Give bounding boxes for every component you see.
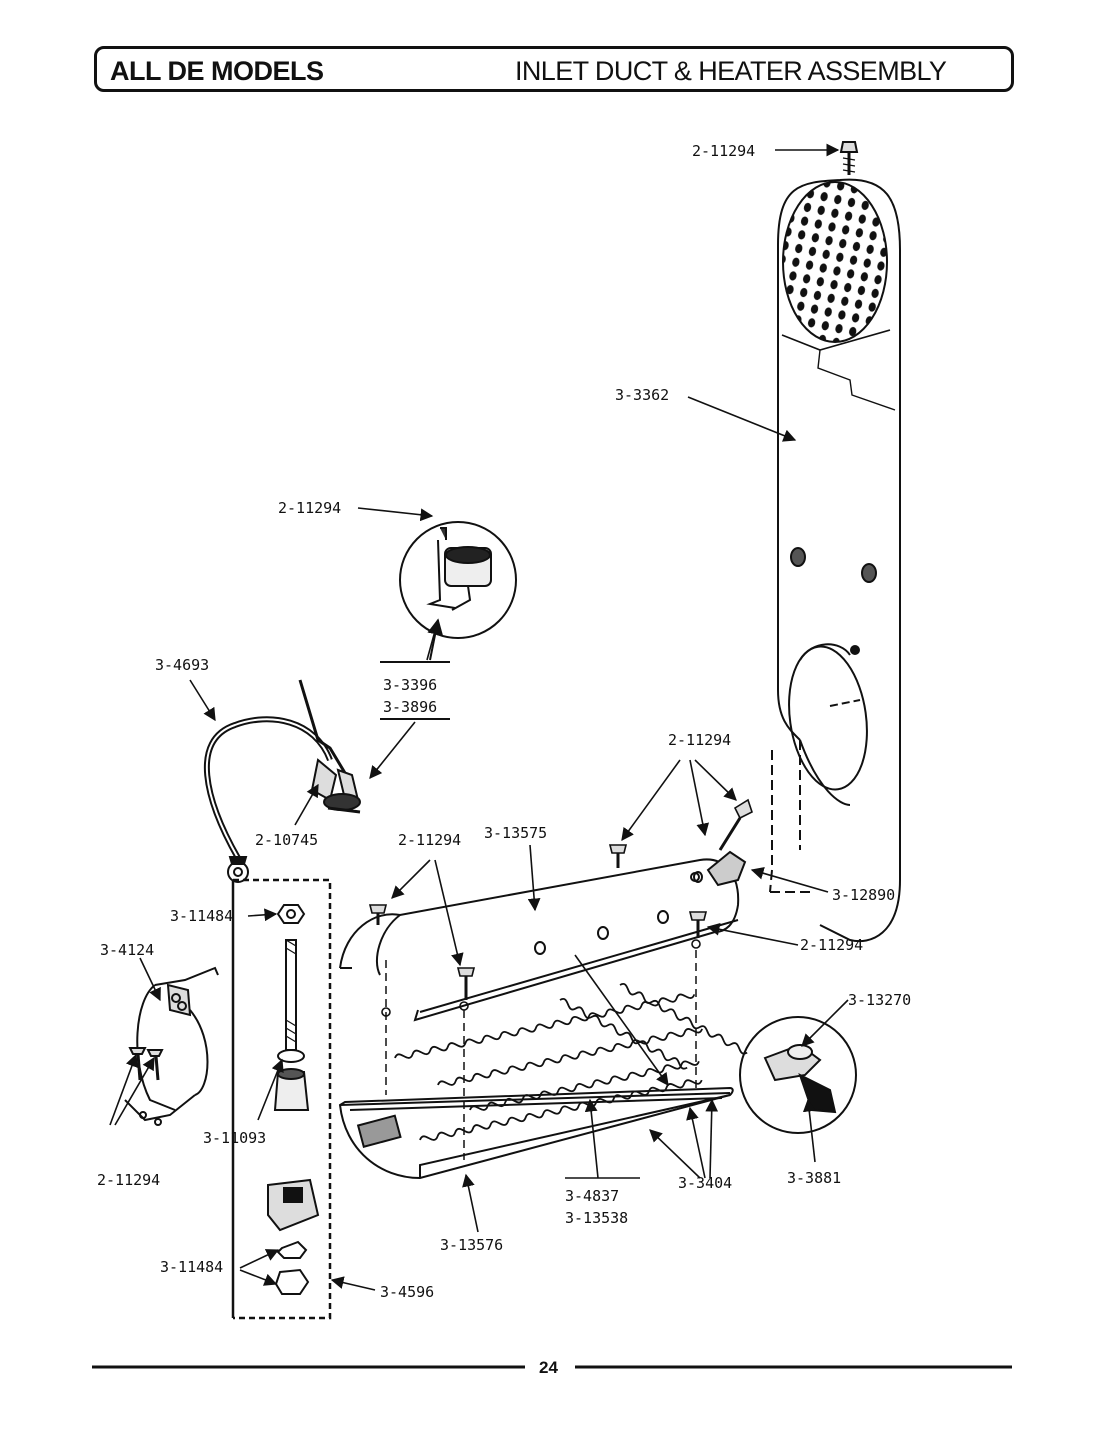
label-heater-housing: 3-13575	[484, 824, 547, 842]
label-screw-top: 2-11294	[692, 142, 755, 160]
label-screws-left-housing: 2-11294	[398, 831, 461, 849]
part-labels: 2-11294 3-3362 2-11294 3-3396 3-3896 3-4…	[97, 142, 911, 1301]
leader-lines	[109, 143, 849, 1291]
heating-element-coils	[394, 982, 748, 1141]
clamp-3-4124	[124, 966, 219, 1126]
assembly-guide-lines	[385, 950, 697, 1160]
inlet-duct	[769, 178, 901, 943]
header-models-title: ALL DE MODELS	[110, 56, 324, 86]
hi-limit-detail	[739, 1016, 857, 1134]
thermostat-detail	[399, 521, 517, 661]
label-hi-limit: 3-13270	[848, 991, 911, 1009]
label-terminal: 2-10745	[255, 831, 318, 849]
label-screws-heater: 2-11294	[668, 731, 731, 749]
label-bracket: 3-12890	[832, 886, 895, 904]
heater-housing-upper	[339, 858, 740, 1022]
label-element-a: 3-4837	[565, 1187, 619, 1205]
footer: 24	[92, 1358, 1012, 1377]
label-nuts-bottom: 3-11484	[160, 1258, 223, 1276]
wire-harness	[203, 679, 361, 883]
label-element-b: 3-13538	[565, 1209, 628, 1227]
heater-housing-lower	[338, 1086, 734, 1180]
label-fuse: 3-3881	[787, 1169, 841, 1187]
label-clamp: 3-4124	[100, 941, 154, 959]
housing-screw-icons	[368, 798, 753, 1017]
label-thermostat-a: 3-3396	[383, 676, 437, 694]
label-lower-housing: 3-13576	[440, 1236, 503, 1254]
label-thermostat-b: 3-3896	[383, 698, 437, 716]
header-frame	[94, 46, 1014, 92]
label-screw-right: 2-11294	[800, 936, 863, 954]
label-inlet-duct: 3-3362	[615, 386, 669, 404]
bracket-3-12890	[690, 850, 747, 887]
label-nut-top: 3-11484	[170, 907, 233, 925]
screw-top-icon	[839, 141, 859, 175]
label-insulators: 3-3404	[678, 1174, 732, 1192]
page-number: 24	[539, 1358, 558, 1377]
label-screws-clamp: 2-11294	[97, 1171, 160, 1189]
label-terminal-kit: 3-4596	[380, 1283, 434, 1301]
label-insulator: 3-11093	[203, 1129, 266, 1147]
label-wire: 3-4693	[155, 656, 209, 674]
header-assembly-title: INLET DUCT & HEATER ASSEMBLY	[515, 56, 947, 86]
label-screw-thermostat: 2-11294	[278, 499, 341, 517]
terminal-kit-box	[231, 878, 332, 1320]
